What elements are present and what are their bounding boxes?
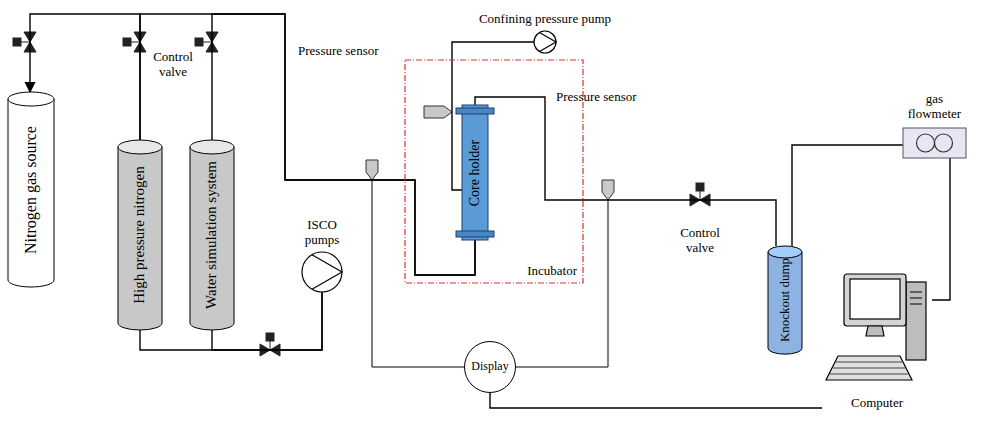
valve-actuator <box>696 183 704 191</box>
core-flange <box>456 231 494 237</box>
keyboard-row <box>830 374 908 375</box>
part-label: Pressure sensor <box>298 44 408 59</box>
node-label: Core holder <box>467 139 483 205</box>
pump-mark <box>540 32 557 51</box>
knockout-vessel: Knockout dump <box>768 246 802 354</box>
valve-actuator <box>266 333 274 341</box>
node-label: Display <box>471 360 508 374</box>
pressure-sensor-symbol <box>602 180 614 200</box>
valve-actuator <box>195 38 203 46</box>
pipe-connector <box>475 97 776 246</box>
node-label: ISCO pumps <box>299 218 345 248</box>
pipe-connector <box>792 145 903 246</box>
pump-symbol-outline <box>292 252 352 292</box>
pump-symbol: Confining pressure pump <box>470 12 620 53</box>
flowmeter-rotor <box>935 134 953 152</box>
node-label: Nitrogen gas source <box>22 126 40 254</box>
node-label: High pressure nitrogen <box>131 166 148 303</box>
core-flange <box>456 108 494 114</box>
monitor-screen <box>850 279 900 319</box>
cylinder-body <box>118 147 162 330</box>
part-label: Control valve <box>675 226 725 256</box>
pump-circle <box>534 31 556 53</box>
pipe-connector <box>490 393 822 408</box>
gas-cylinder: Nitrogen gas source <box>8 92 54 287</box>
gas-cylinder: High pressure nitrogen <box>118 140 162 330</box>
core-holder: Core holder <box>462 105 488 240</box>
valve-symbols <box>13 32 710 356</box>
node-label: Incubator <box>527 264 577 279</box>
node-label: Water simulation system <box>203 161 220 309</box>
valve-actuator <box>123 38 131 46</box>
signal-wire <box>372 180 464 367</box>
display-circle: Display <box>464 341 516 393</box>
signal-wires <box>372 180 608 367</box>
cylinder-cap <box>190 140 234 154</box>
keyboard-row <box>833 368 905 369</box>
core-body <box>462 105 488 240</box>
computer-tower <box>906 282 926 360</box>
cylinder-cap <box>768 246 802 258</box>
confining-sensor-symbol <box>424 106 452 118</box>
flowmeter-box: gas flowmeter <box>903 92 966 158</box>
flowmeter-box-outline <box>903 128 966 158</box>
monitor-frame <box>844 274 906 326</box>
flowmeter-body <box>903 128 966 158</box>
pipe-connector <box>932 158 950 300</box>
display-outline <box>465 342 516 393</box>
keyboard <box>826 356 912 380</box>
cylinder-body <box>8 99 54 287</box>
tower-slot <box>910 298 922 299</box>
monitor-stand <box>866 326 884 336</box>
pump-symbol-outline <box>470 31 620 53</box>
cylinder-body <box>768 252 802 354</box>
computer-icon-outline <box>822 268 932 392</box>
pipe-connector <box>212 14 475 275</box>
node-label: Knockout dump <box>778 258 793 342</box>
pump-circle <box>302 252 342 292</box>
flowmeter-rotor <box>917 134 935 152</box>
pump-lead <box>470 41 534 42</box>
water-tank: Water simulation system <box>190 140 234 330</box>
sensor-symbols <box>366 106 614 200</box>
cylinder-body <box>190 147 234 330</box>
keyboard-row <box>836 362 902 363</box>
node-label: Confining pressure pump <box>470 12 620 27</box>
pump-symbol: ISCO pumps <box>292 218 352 292</box>
pressure-sensor-symbol <box>366 160 378 180</box>
computer-icon: Computer <box>822 268 932 413</box>
pump-mark <box>312 255 342 290</box>
part-label: Pressure sensor <box>556 90 666 105</box>
tower-slot <box>910 304 922 305</box>
tower-slot <box>910 292 922 293</box>
node-label: gas flowmeter <box>903 92 966 122</box>
computer-drawing <box>826 274 926 380</box>
cylinder-cap <box>8 92 54 106</box>
part-label: Control valve <box>148 50 198 80</box>
node-label: Computer <box>822 396 932 411</box>
cylinder-cap <box>118 140 162 154</box>
valve-actuator <box>13 38 21 46</box>
